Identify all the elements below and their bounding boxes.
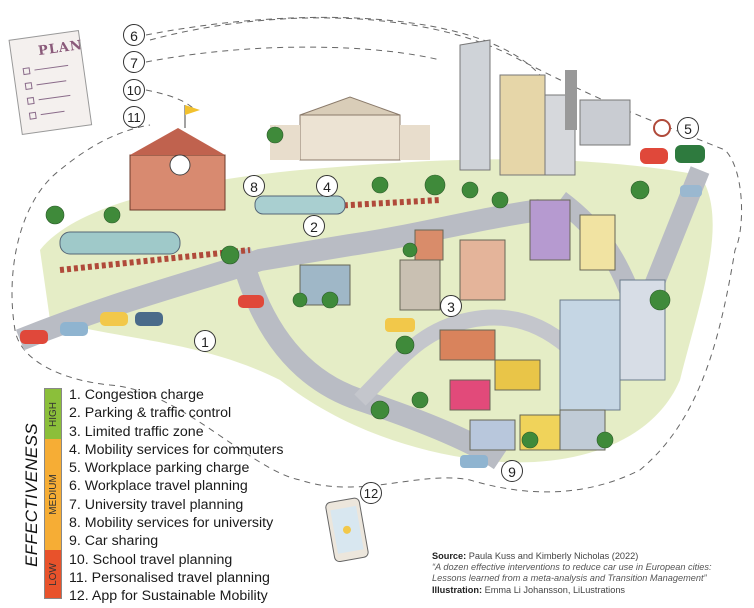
parking-charge-sign-icon [653, 119, 671, 137]
school-building [129, 105, 226, 211]
level-low: LOW [45, 550, 61, 598]
level-medium: MEDIUM [45, 439, 61, 550]
list-item: 3. Limited traffic zone [69, 423, 204, 440]
list-item: 11. Personalised travel planning [69, 569, 270, 586]
marker-4: 4 [316, 175, 338, 197]
list-item: 5. Workplace parking charge [69, 460, 250, 477]
level-medium-label: MEDIUM [47, 474, 59, 515]
list-item: 1. Congestion charge [69, 387, 204, 403]
marker-3: 3 [440, 295, 462, 317]
source-label: Source: [432, 551, 467, 561]
list-item: 7. University travel planning [69, 496, 244, 513]
cars [20, 145, 705, 468]
marker-6: 6 [123, 24, 145, 46]
paper-title-line-2: Lessons learned from a meta-analysis and… [432, 573, 707, 583]
intervention-list: 1. Congestion charge 2. Parking & traffi… [69, 386, 283, 606]
illustration-credit: Emma Li Johansson, LiLustrations [484, 585, 626, 595]
source-text: Paula Kuss and Kimberly Nicholas (2022) [468, 551, 639, 561]
trees [45, 126, 671, 449]
effectiveness-scale: HIGH MEDIUM LOW [44, 388, 62, 599]
list-item: 8. Mobility services for university [69, 515, 274, 532]
source-credit: Source: Paula Kuss and Kimberly Nicholas… [432, 551, 712, 596]
marker-1: 1 [194, 330, 216, 352]
marker-9: 9 [501, 460, 523, 482]
plan-note-icon [8, 30, 93, 135]
marker-10: 10 [123, 79, 145, 101]
list-item: 6. Workplace travel planning [69, 478, 248, 495]
list-item: 4. Mobility services for commuters [69, 441, 284, 458]
list-item: 2. Parking & traffic control [69, 405, 232, 422]
marker-2: 2 [303, 215, 325, 237]
effectiveness-axis-label: EFFECTIVENESS [22, 423, 41, 567]
illustration-label: Illustration: [432, 585, 483, 595]
list-item: 12. App for Sustainable Mobility [69, 588, 268, 605]
marker-5: 5 [677, 117, 699, 139]
phone-app-icon [325, 497, 369, 563]
university-building [270, 96, 430, 161]
level-high-label: HIGH [47, 401, 59, 427]
city-boundary-outline [11, 17, 742, 493]
marker-8: 8 [243, 175, 265, 197]
level-high: HIGH [45, 389, 61, 439]
list-item: 9. Car sharing [69, 533, 159, 550]
level-low-label: LOW [47, 562, 59, 586]
marker-7: 7 [123, 51, 145, 73]
list-item: 10. School travel planning [69, 551, 233, 568]
office-buildings [299, 39, 666, 451]
marker-12: 12 [360, 482, 382, 504]
marker-11: 11 [123, 106, 145, 128]
paper-title-line-1: “A dozen effective interventions to redu… [432, 562, 712, 572]
